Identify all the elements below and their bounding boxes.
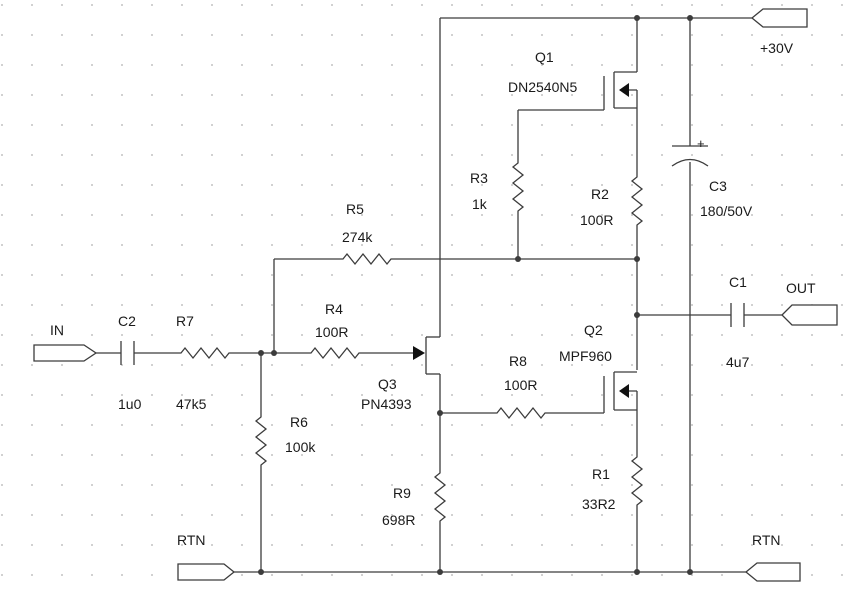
resistor-r8[interactable]: [492, 406, 552, 420]
r1-ref: R1: [592, 466, 610, 482]
port-rtn-left[interactable]: [177, 563, 236, 581]
capacitor-c3[interactable]: +: [671, 136, 709, 167]
resistor-r5[interactable]: [338, 252, 398, 266]
wires: [96, 17, 782, 573]
r6-value: 100k: [285, 439, 316, 455]
transistor-q2[interactable]: [603, 371, 638, 413]
port-rtn-left-label: RTN: [177, 532, 206, 548]
resistor-r4[interactable]: [306, 346, 366, 360]
r4-ref: R4: [325, 301, 343, 317]
r8-ref: R8: [509, 353, 527, 369]
r5-value: 274k: [342, 229, 373, 245]
port-supply-label: +30V: [760, 40, 794, 56]
r9-ref: R9: [393, 485, 411, 501]
r8-value: 100R: [504, 377, 537, 393]
c2-value: 1u0: [118, 396, 142, 412]
c3-ref: C3: [709, 178, 727, 194]
port-out[interactable]: [781, 304, 838, 326]
q1-ref: Q1: [535, 49, 554, 65]
r3-value: 1k: [472, 196, 488, 212]
r2-ref: R2: [591, 186, 609, 202]
r9-value: 698R: [382, 512, 415, 528]
resistor-r3[interactable]: [511, 158, 525, 218]
port-rtn-right[interactable]: [744, 562, 801, 582]
q3-arrow-icon: [413, 346, 425, 360]
q1-part: DN2540N5: [508, 79, 577, 95]
resistor-r6[interactable]: [254, 412, 268, 472]
q2-arrow-icon: [619, 384, 629, 398]
r4-value: 100R: [315, 324, 348, 340]
r1-value: 33R2: [582, 496, 616, 512]
port-in-label: IN: [50, 322, 64, 338]
port-rtn-right-label: RTN: [752, 532, 781, 548]
r7-value: 47k5: [176, 396, 207, 412]
c2-ref: C2: [118, 313, 136, 329]
r6-ref: R6: [290, 414, 308, 430]
q3-part: PN4393: [361, 396, 412, 412]
q2-ref: Q2: [584, 322, 603, 338]
capacitor-c2[interactable]: [120, 341, 135, 365]
resistor-r9[interactable]: [433, 468, 447, 528]
r5-ref: R5: [346, 201, 364, 217]
labels: IN OUT +30V RTN RTN Q1 DN2540N5 Q2 MPF96…: [50, 40, 816, 548]
c3-value: 180/50V: [700, 203, 753, 219]
port-supply[interactable]: [750, 8, 808, 28]
c1-value: 4u7: [726, 354, 750, 370]
port-out-label: OUT: [786, 280, 816, 296]
c3-polarity: +: [697, 136, 705, 151]
r3-ref: R3: [470, 170, 488, 186]
r7-ref: R7: [176, 313, 194, 329]
transistor-q1[interactable]: [603, 71, 638, 110]
capacitor-c1[interactable]: [730, 303, 745, 327]
port-in[interactable]: [33, 344, 98, 362]
junctions: [258, 15, 693, 575]
resistor-r7[interactable]: [176, 346, 236, 360]
r2-value: 100R: [580, 212, 613, 228]
transistor-q3[interactable]: [413, 336, 440, 375]
q1-arrow-icon: [619, 83, 629, 97]
resistors: [176, 158, 644, 528]
resistor-r2[interactable]: [630, 172, 644, 232]
c1-ref: C1: [729, 274, 747, 290]
capacitors: +: [120, 136, 745, 365]
q2-part: MPF960: [559, 348, 612, 364]
resistor-r1[interactable]: [630, 452, 644, 512]
q3-ref: Q3: [378, 376, 397, 392]
